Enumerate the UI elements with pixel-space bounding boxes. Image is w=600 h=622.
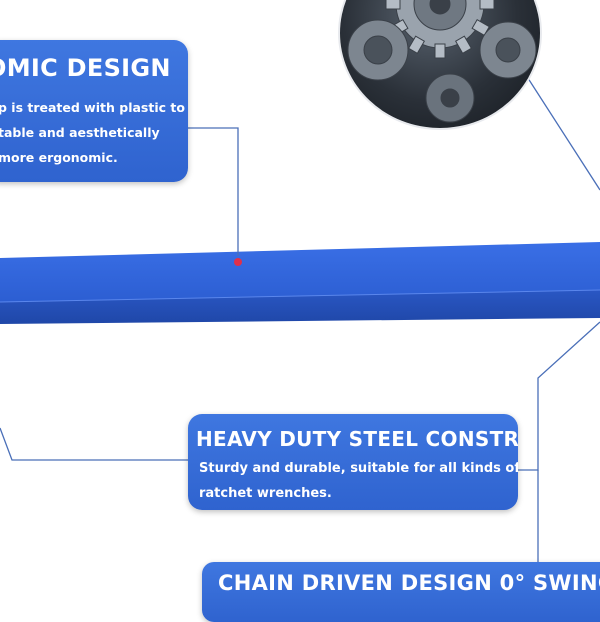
chain-driven-title: CHAIN DRIVEN DESIGN 0° SWING bbox=[218, 571, 600, 595]
marker-dot bbox=[234, 258, 242, 266]
heavy-duty-steel-text: Sturdy and durable, suitable for all kin… bbox=[199, 461, 518, 501]
heavy-duty-steel-title: HEAVY DUTY STEEL CONSTRUCTION bbox=[196, 427, 518, 451]
ergonomic-design-card: OMIC DESIGN p is treated with plastic to… bbox=[0, 40, 188, 182]
chain-driven-card: CHAIN DRIVEN DESIGN 0° SWING bbox=[202, 562, 600, 622]
connector-lines bbox=[0, 71, 600, 562]
heavy-duty-steel-card: HEAVY DUTY STEEL CONSTRUCTION Sturdy and… bbox=[188, 414, 518, 510]
blue-steel-bar bbox=[0, 242, 600, 324]
ergonomic-design-title: OMIC DESIGN bbox=[0, 54, 171, 82]
ergonomic-design-text: p is treated with plastic to table and a… bbox=[0, 100, 185, 165]
